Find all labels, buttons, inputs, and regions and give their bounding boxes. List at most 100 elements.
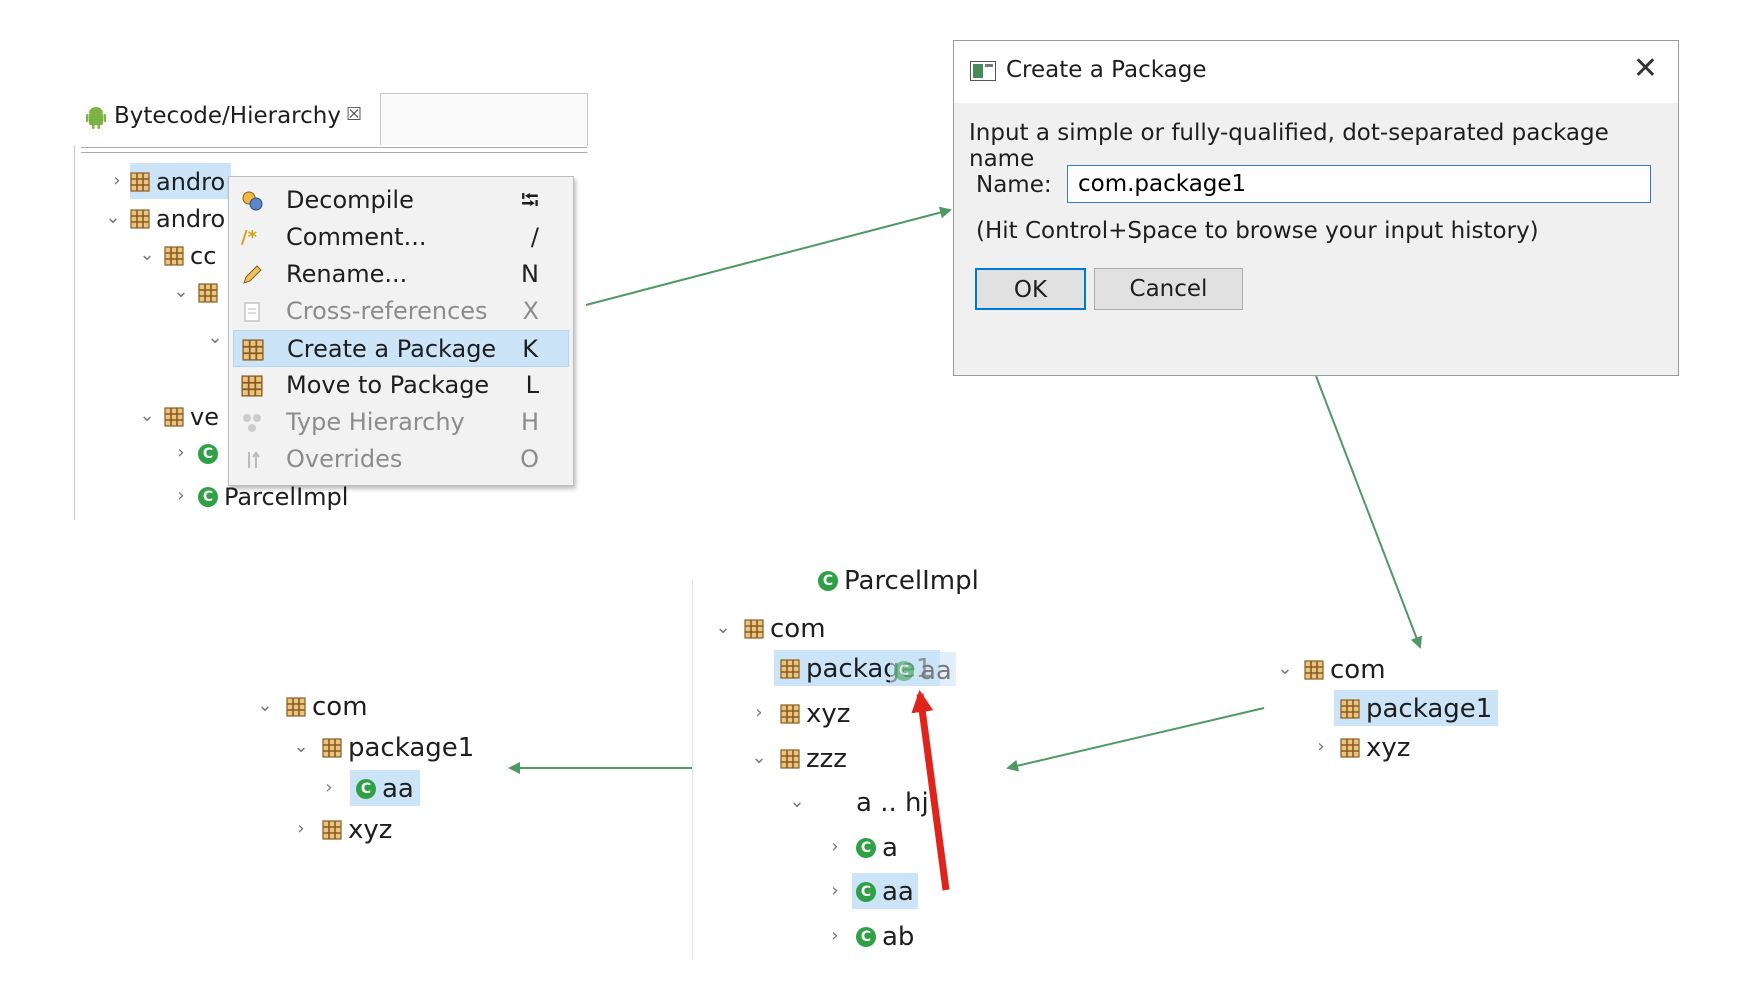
tree-node[interactable]: ⌄ com <box>715 610 825 646</box>
chevron-down-icon[interactable]: ⌄ <box>751 747 767 768</box>
package-icon <box>1304 660 1324 680</box>
panel-divider <box>692 580 693 960</box>
tree-node[interactable]: ⌄ zzz <box>751 740 847 776</box>
tree-node[interactable]: ⌄ com <box>1277 651 1385 687</box>
package-icon <box>164 407 184 427</box>
menu-item-move-to-package[interactable]: Move to Package L <box>233 367 569 404</box>
package-icon <box>242 339 264 361</box>
class-icon: C <box>198 444 218 464</box>
chevron-down-icon[interactable]: ⌄ <box>139 405 155 426</box>
tree-node[interactable]: ⌄ <box>173 274 218 310</box>
ok-button[interactable]: OK <box>975 268 1086 310</box>
tree-node[interactable]: ⌄ package1 <box>293 729 474 765</box>
tree-node[interactable]: ⌄ a .. hj <box>789 784 928 820</box>
chevron-down-icon[interactable]: ⌄ <box>1277 658 1293 679</box>
context-menu: Decompile ⭾ /* Comment... / Rename... N … <box>228 176 574 486</box>
menu-item-comment[interactable]: /* Comment... / <box>241 223 539 251</box>
chevron-right-icon[interactable]: › <box>831 880 839 901</box>
chevron-right-icon[interactable]: › <box>1317 736 1325 757</box>
chevron-right-icon[interactable]: › <box>755 702 763 723</box>
hierarchy-tree <box>74 145 587 520</box>
package-icon <box>322 820 342 840</box>
chevron-right-icon[interactable]: › <box>177 442 185 463</box>
decompile-icon <box>242 191 263 211</box>
package-icon <box>164 246 184 266</box>
dialog-title: Create a Package <box>1006 57 1207 83</box>
package-icon <box>780 659 800 679</box>
dialog-titlebar: Create a Package ✕ <box>954 41 1678 103</box>
tree-node[interactable]: › xyz <box>297 811 392 847</box>
menu-item-rename[interactable]: Rename... N <box>233 256 569 293</box>
tree-node[interactable]: › C <box>177 435 218 471</box>
pencil-icon <box>243 265 262 284</box>
tab-title: Bytecode/Hierarchy <box>114 103 341 129</box>
package-icon <box>744 619 764 639</box>
tab-close-icon[interactable]: ☒ <box>346 104 363 125</box>
hierarchy-icon <box>243 414 261 432</box>
chevron-right-icon[interactable]: › <box>831 925 839 946</box>
chevron-right-icon[interactable]: › <box>177 485 185 506</box>
chevron-right-icon[interactable]: › <box>113 170 121 191</box>
tree-node[interactable]: ⌄ cc <box>139 237 216 273</box>
tree-node[interactable]: ⌄ ve <box>139 398 219 434</box>
arrow-dialog-to-result <box>1315 375 1423 649</box>
arrow-menu-to-dialog <box>585 206 952 306</box>
chevron-down-icon[interactable]: ⌄ <box>789 791 805 812</box>
menu-item-type-hierarchy[interactable]: Type Hierarchy H <box>233 404 569 441</box>
xref-icon <box>244 302 260 322</box>
dialog-description: Input a simple or fully-qualified, dot-s… <box>969 120 1609 172</box>
class-icon: C <box>856 926 876 947</box>
tree-node[interactable]: › xyz <box>1317 729 1410 765</box>
window-icon <box>970 61 996 81</box>
menu-item-create-package[interactable]: Create a Package K <box>233 330 569 367</box>
package-icon <box>1340 738 1360 758</box>
close-icon[interactable]: ✕ <box>1632 51 1658 86</box>
class-icon: C <box>198 487 218 507</box>
chevron-down-icon[interactable]: ⌄ <box>207 327 223 348</box>
menu-item-cross-references[interactable]: Cross-references X <box>233 293 569 330</box>
tree-node[interactable]: ⌄ com <box>257 688 367 724</box>
chevron-down-icon[interactable]: ⌄ <box>173 281 189 302</box>
package-icon <box>780 749 800 769</box>
chevron-down-icon[interactable]: ⌄ <box>715 617 731 638</box>
package-name-field[interactable] <box>1067 165 1651 203</box>
package-icon <box>1340 699 1360 719</box>
tree-node[interactable]: package1 <box>1334 690 1499 726</box>
chevron-right-icon[interactable]: › <box>831 836 839 857</box>
input-history-hint: (Hit Control+Space to browse your input … <box>976 218 1539 244</box>
create-package-dialog: Create a Package ✕ Input a simple or ful… <box>953 40 1679 376</box>
tree-node[interactable]: › xyz <box>755 695 850 731</box>
move-package-icon <box>241 375 263 397</box>
chevron-right-icon[interactable]: › <box>297 818 305 839</box>
package-icon <box>780 704 800 724</box>
class-icon: C <box>356 778 376 799</box>
name-label: Name: <box>976 172 1052 198</box>
package-icon <box>130 209 150 229</box>
chevron-down-icon[interactable]: ⌄ <box>139 244 155 265</box>
tree-node[interactable]: ⌄ andro <box>105 200 225 236</box>
tree-node[interactable]: › andro <box>113 163 232 199</box>
menu-item-overrides[interactable]: Overrides O <box>233 441 569 478</box>
package-icon <box>286 697 306 717</box>
class-icon: C <box>894 660 914 681</box>
package-icon <box>198 283 218 303</box>
chevron-down-icon[interactable]: ⌄ <box>105 207 121 228</box>
tab-bytecode-hierarchy[interactable]: Bytecode/Hierarchy ☒ <box>74 93 381 145</box>
package-icon <box>322 738 342 758</box>
chevron-down-icon[interactable]: ⌄ <box>257 695 273 716</box>
comment-icon: /* <box>241 227 257 248</box>
android-icon <box>86 107 106 129</box>
menu-item-decompile[interactable]: Decompile ⭾ <box>233 182 569 219</box>
arrow-result-to-drag <box>1006 707 1265 772</box>
chevron-right-icon[interactable]: › <box>325 777 333 798</box>
chevron-down-icon[interactable]: ⌄ <box>293 736 309 757</box>
cancel-button[interactable]: Cancel <box>1094 268 1243 310</box>
overrides-icon <box>248 451 260 468</box>
